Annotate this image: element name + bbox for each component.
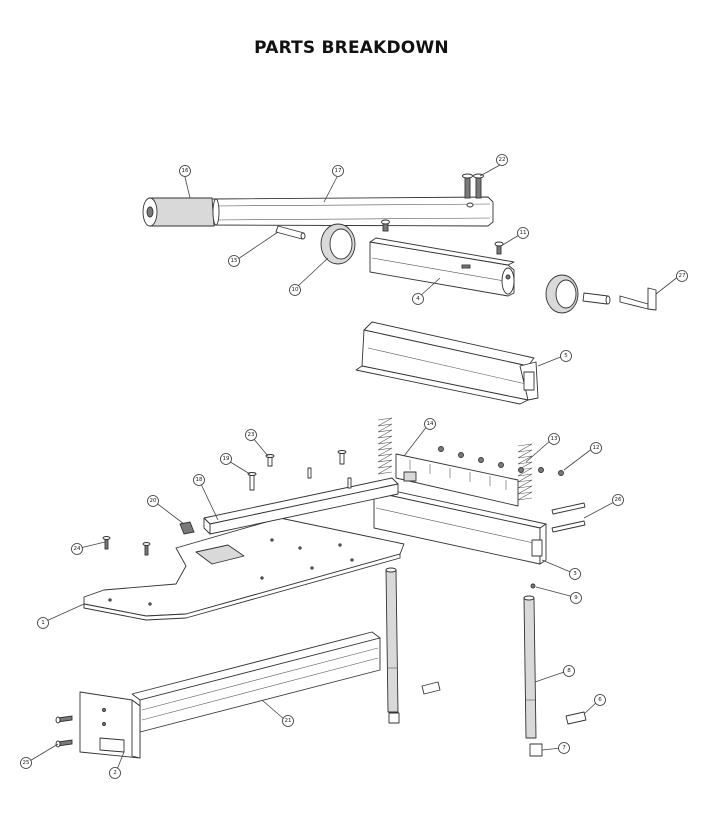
callout-16: 16 <box>179 165 191 177</box>
callout-17: 17 <box>332 165 344 177</box>
callout-15: 15 <box>228 255 240 267</box>
svg-text:2: 2 <box>113 770 117 776</box>
callout-8: 8 <box>563 665 575 677</box>
callout-27: 27 <box>676 270 688 282</box>
svg-text:7: 7 <box>562 745 566 751</box>
part-lower-rail <box>131 631 381 733</box>
svg-text:14: 14 <box>427 421 434 427</box>
svg-text:19: 19 <box>223 456 230 462</box>
svg-text:18: 18 <box>196 477 203 483</box>
callout-9: 9 <box>570 592 582 604</box>
part-handle-bar <box>211 196 494 227</box>
callout-21: 21 <box>282 715 294 727</box>
svg-text:27: 27 <box>679 273 686 279</box>
svg-text:10: 10 <box>292 287 299 293</box>
part-small-pins <box>421 681 587 725</box>
svg-text:20: 20 <box>150 498 157 504</box>
svg-text:24: 24 <box>74 546 81 552</box>
part-springs-right <box>517 443 533 501</box>
part-blade <box>395 453 519 507</box>
callout-26: 26 <box>612 494 624 506</box>
svg-text:8: 8 <box>567 668 571 674</box>
part-bolts-top <box>462 173 484 199</box>
callout-14: 14 <box>424 418 436 430</box>
svg-text:26: 26 <box>615 497 622 503</box>
svg-text:17: 17 <box>335 168 342 174</box>
part-pin-right <box>582 292 611 305</box>
part-handle-grip <box>142 197 220 227</box>
callout-1: 1 <box>37 617 49 629</box>
callout-11: 11 <box>517 227 529 239</box>
callout-22: 22 <box>496 154 508 166</box>
svg-text:21: 21 <box>285 718 292 724</box>
part-blade-holder <box>369 237 515 297</box>
svg-text:4: 4 <box>416 296 420 302</box>
callout-19: 19 <box>220 453 232 465</box>
svg-text:5: 5 <box>564 353 568 359</box>
part-blade-screws <box>438 446 564 476</box>
part-post-left <box>385 567 400 724</box>
callout-leaders <box>27 164 680 773</box>
svg-text:12: 12 <box>593 445 600 451</box>
part-bushing-ring-right <box>545 274 579 314</box>
svg-text:16: 16 <box>182 168 189 174</box>
part-lower-housing <box>373 487 547 565</box>
callout-18: 18 <box>193 474 205 486</box>
part-end-bracket <box>79 691 141 759</box>
part-post-right <box>523 595 543 757</box>
part-blade-rail <box>355 321 539 405</box>
callout-23: 23 <box>245 429 257 441</box>
part-springs-left <box>377 417 393 475</box>
part-small-bolt <box>381 219 390 232</box>
svg-text:25: 25 <box>23 760 30 766</box>
callout-12: 12 <box>590 442 602 454</box>
callout-7: 7 <box>558 742 570 754</box>
svg-text:11: 11 <box>520 230 527 236</box>
svg-text:9: 9 <box>574 595 578 601</box>
part-screws-24 <box>102 536 151 556</box>
part-long-bolts <box>551 502 586 533</box>
part-base-plate <box>83 517 405 621</box>
callout-10: 10 <box>289 284 301 296</box>
callout-5: 5 <box>560 350 572 362</box>
callout-2: 2 <box>109 767 121 779</box>
part-end-cap <box>179 521 195 535</box>
callout-13: 13 <box>548 433 560 445</box>
page-title: PARTS BREAKDOWN <box>254 38 449 58</box>
callout-4: 4 <box>412 293 424 305</box>
callout-25: 25 <box>20 757 32 769</box>
part-bar-bolts <box>247 450 352 491</box>
svg-text:23: 23 <box>248 432 255 438</box>
svg-text:13: 13 <box>551 436 558 442</box>
callout-24: 24 <box>71 543 83 555</box>
svg-text:6: 6 <box>598 697 602 703</box>
callout-6: 6 <box>594 694 606 706</box>
callout-3: 3 <box>569 568 581 580</box>
part-square-bar <box>203 477 399 535</box>
svg-text:15: 15 <box>231 258 238 264</box>
part-bushing-ring-left <box>320 223 356 265</box>
part-bolts-25 <box>55 715 73 748</box>
part-pin-15 <box>275 225 306 240</box>
part-tiny-screw <box>530 583 536 589</box>
part-screw-11 <box>494 241 504 255</box>
svg-text:22: 22 <box>499 157 506 163</box>
svg-text:1: 1 <box>41 620 45 626</box>
svg-text:3: 3 <box>573 571 577 577</box>
callout-20: 20 <box>147 495 159 507</box>
part-l-key <box>619 287 657 311</box>
